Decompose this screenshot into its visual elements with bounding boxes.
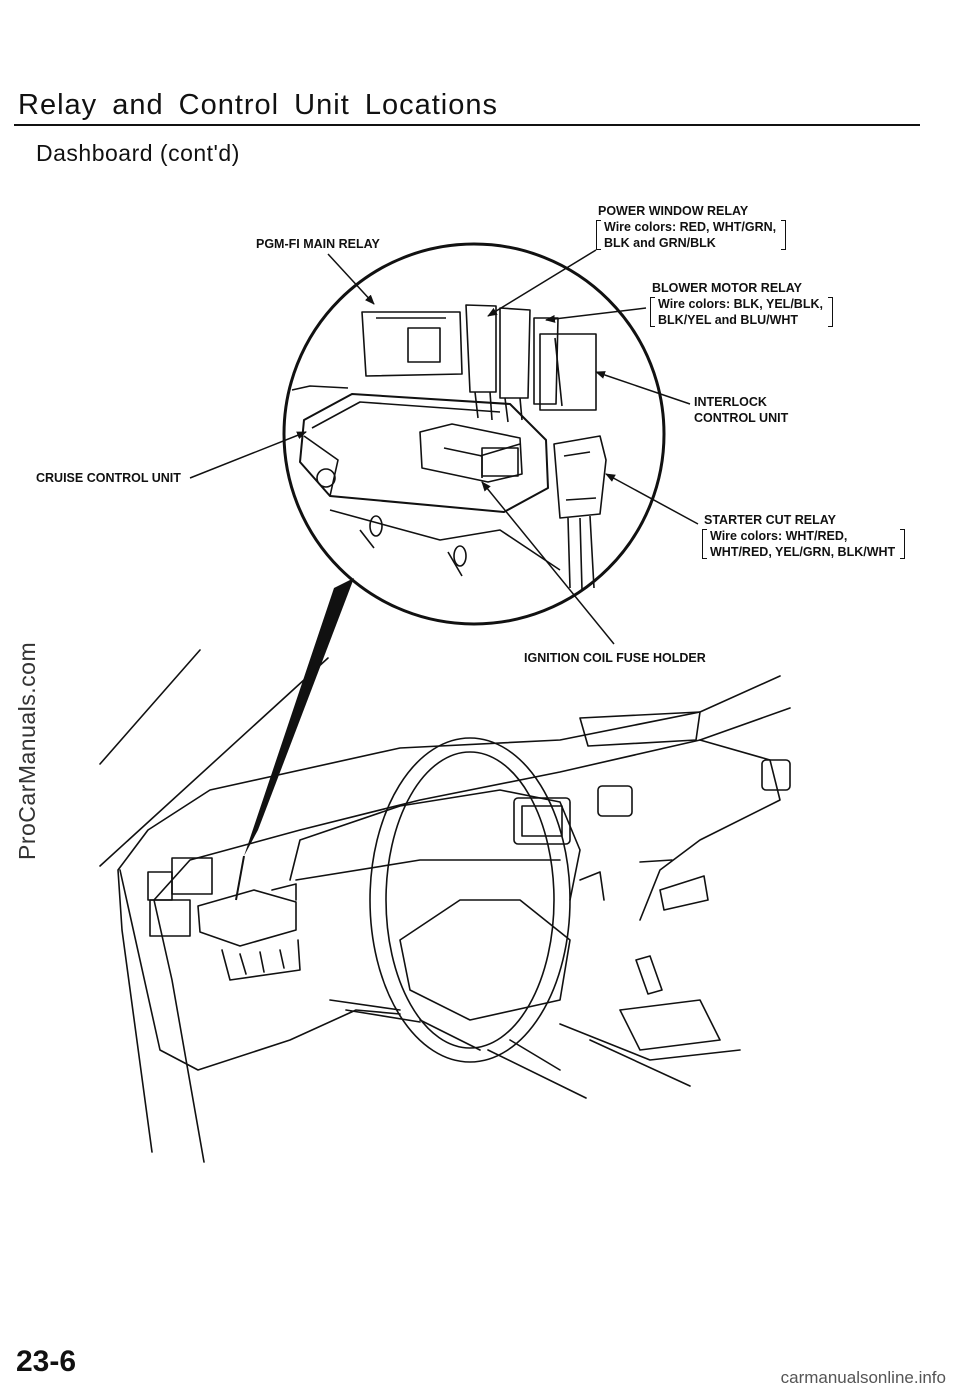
label-cruise-control-unit: CRUISE CONTROL UNIT [36, 471, 181, 485]
section-subtitle: Dashboard (cont'd) [36, 140, 240, 166]
label-pgm-fi-main-relay: PGM-FI MAIN RELAY [256, 237, 380, 251]
label-starter-cut-relay: STARTER CUT RELAY [704, 513, 836, 527]
label-blower-motor-relay: BLOWER MOTOR RELAY [652, 281, 803, 295]
page-title: Relay and Control Unit Locations [18, 89, 498, 122]
footer-watermark: carmanualsonline.info [780, 1368, 946, 1387]
leader-lines [189, 249, 699, 645]
label-power-window-relay: POWER WINDOW RELAY [598, 204, 749, 218]
watermark: ProCarManuals.com [14, 641, 40, 860]
detail-pointer [244, 578, 354, 856]
detail-contents [291, 304, 607, 591]
wire-line-1: Wire colors: WHT/RED, [710, 529, 848, 543]
dashboard-outline [99, 649, 791, 1163]
label-starter-cut-wires: Wire colors: WHT/RED, WHT/RED, YEL/GRN, … [702, 528, 906, 560]
wire-line-2: BLK and GRN/BLK [604, 236, 716, 250]
label-interlock-control-unit: INTERLOCK CONTROL UNIT [694, 394, 788, 426]
wire-line-1: Wire colors: BLK, YEL/BLK, [658, 297, 823, 311]
detail-circle [282, 242, 666, 626]
label-line-1: INTERLOCK [694, 395, 767, 409]
wire-line-1: Wire colors: RED, WHT/GRN, [604, 220, 777, 234]
title-rule [14, 124, 920, 126]
label-blower-motor-wires: Wire colors: BLK, YEL/BLK, BLK/YEL and B… [650, 296, 833, 328]
page-number: 23-6 [16, 1345, 77, 1378]
label-ignition-coil-fuse-holder: IGNITION COIL FUSE HOLDER [524, 651, 706, 665]
wire-line-2: WHT/RED, YEL/GRN, BLK/WHT [710, 545, 896, 559]
label-line-2: CONTROL UNIT [694, 411, 789, 425]
wire-line-2: BLK/YEL and BLU/WHT [658, 313, 799, 327]
label-power-window-wires: Wire colors: RED, WHT/GRN, BLK and GRN/B… [596, 219, 787, 251]
